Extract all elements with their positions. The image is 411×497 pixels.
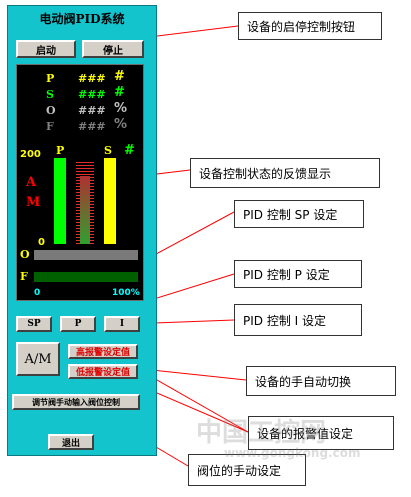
low-alarm-button[interactable]: 低报警设定值: [68, 364, 138, 379]
mode-m-indicator: M: [26, 195, 41, 210]
start-button[interactable]: 启动: [16, 40, 76, 58]
bar-p-label: P: [56, 144, 65, 157]
f-scale-min: 0: [34, 288, 41, 298]
param-s-unit: #: [114, 85, 125, 100]
watermark-cn: 中国工控网: [196, 418, 327, 448]
bar-s-label: S: [104, 144, 112, 157]
param-p-unit: #: [114, 69, 125, 84]
setpoint-gradient: [80, 176, 90, 244]
param-s-value: ###: [78, 88, 106, 101]
bar-s-unit: #: [124, 143, 135, 158]
high-alarm-button[interactable]: 高报警设定值: [68, 344, 138, 359]
panel-title: 电动阀PID系统: [39, 12, 125, 26]
o-label: O: [20, 248, 30, 261]
param-f-label: F: [46, 120, 54, 133]
exit-button[interactable]: 退出: [48, 434, 94, 450]
stop-button[interactable]: 停止: [82, 40, 144, 58]
valve-manual-button[interactable]: 调节阀手动输入阀位控制: [12, 394, 140, 410]
callout-feedback: 设备控制状态的反馈显示: [190, 158, 380, 188]
param-s-label: S: [46, 88, 54, 101]
bar-s-fill: [104, 158, 116, 244]
param-f-value: ###: [78, 120, 106, 133]
o-bar: [34, 250, 138, 260]
f-scale-max: 100%: [112, 288, 140, 298]
callout-valve: 阀位的手动设定: [188, 454, 306, 486]
f-label: F: [20, 270, 28, 283]
i-button[interactable]: I: [104, 316, 140, 332]
param-o-unit: %: [114, 101, 128, 116]
callout-start-stop: 设备的启停控制按钮: [238, 12, 382, 40]
mode-a-indicator: A: [26, 175, 37, 190]
p-button[interactable]: P: [60, 316, 96, 332]
scale-min: 0: [38, 237, 45, 248]
bar-p-fill: [54, 158, 66, 244]
callout-auto-manual: 设备的手自动切换: [246, 366, 396, 396]
callout-pid-i: PID 控制 I 设定: [234, 304, 362, 336]
param-p-value: ###: [78, 72, 106, 85]
callout-pid-p: PID 控制 P 设定: [234, 260, 362, 288]
param-o-label: O: [46, 104, 56, 117]
sp-button[interactable]: SP: [16, 316, 52, 332]
scale-max: 200: [20, 149, 41, 160]
f-bar: [34, 272, 138, 282]
watermark-en: www.gongkong.com: [224, 446, 361, 460]
param-f-unit: %: [114, 117, 128, 132]
callout-pid-sp: PID 控制 SP 设定: [234, 200, 364, 228]
callout-alarm: 设备的报警值设定: [248, 416, 394, 450]
param-o-value: ###: [78, 104, 106, 117]
param-p-label: P: [46, 72, 55, 85]
am-button[interactable]: A/M: [16, 342, 60, 376]
